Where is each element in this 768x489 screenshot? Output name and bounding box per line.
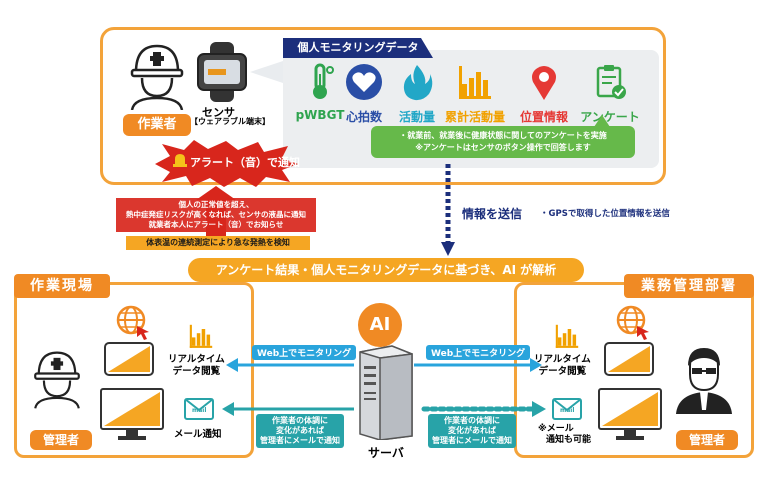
sensor-subtitle: 【ウェアラブル端末】 [190,117,270,126]
flame-icon [403,65,433,101]
right-mail-icon-text: mail [560,407,575,414]
server-label: サーバ [368,446,404,460]
alert-label: アラート（音）で通知 [190,156,300,169]
item-label: 心拍数 [345,110,382,124]
panel-title: 個人モニタリングデータ [283,38,433,58]
item-activity: 活動量 [382,62,452,125]
left-change-3: 管理者にメールで通知 [260,436,340,445]
left-manager-label: 管理者 [30,430,92,450]
worker-label: 作業者 [123,114,191,136]
right-globe-icon [616,305,649,340]
left-web-arrow [226,358,354,372]
ai-badge-text: AI [369,314,391,335]
item-cumulative-activity: 累計活動量 [440,62,510,125]
right-change-2: 変化があれば [448,426,496,435]
gps-note: ・GPSで取得した位置情報を送信 [540,209,670,219]
right-realtime-label: リアルタイム データ閲覧 [534,354,591,377]
item-label: 位置情報 [519,110,568,124]
right-monitor-icon [598,388,662,440]
clipboard-check-icon [596,65,626,99]
left-mail-icon-text: mail [192,407,207,414]
alert-burst [155,140,298,187]
send-dotted-arrow [441,164,455,256]
thermometer-icon [313,63,334,99]
right-title: 業務管理部署 [624,274,754,298]
item-pwbgt: pWBGT [285,62,355,122]
left-realtime-label: リアルタイム データ閲覧 [168,354,225,377]
survey-note-box: ・就業前、就業後に健康状態に関してのアンケートを実施 ※アンケートはセンサのボタ… [371,126,635,158]
ai-banner-text: アンケート結果・個人モニタリングデータに基づき、AI が解析 [215,263,557,277]
server-icon [359,345,413,440]
alert-desc-line-1: 個人の正常値を超え、 [178,200,254,209]
map-pin-icon [532,66,556,100]
alert-description: 個人の正常値を超え、 熱中症発症リスクが高くなれば、センサの液晶に通知 就業者本… [116,198,316,232]
left-mail-icon [184,398,214,420]
right-web-arrow [414,358,542,372]
right-chart-icon [555,324,579,348]
sensor-title: センサ [202,106,235,119]
left-change-1: 作業者の体調に [272,416,328,425]
alert-desc-line-2: 熱中症発症リスクが高くなれば、センサの液晶に通知 [126,210,306,219]
survey-line-2: ※アンケートはセンサのボタン操作で回答します [415,143,591,152]
left-change-2: 変化があれば [276,426,324,435]
item-label: 累計活動量 [444,110,505,124]
bar-chart-icon [459,66,491,99]
ai-banner: アンケート結果・個人モニタリングデータに基づき、AI が解析 [188,258,584,282]
monitor-icon [100,388,164,440]
tablet-icon [104,342,154,376]
manager-helmet-icon [34,351,80,409]
wearable-sensor-icon [197,42,247,102]
right-web-monitor-label: Web上でモニタリング [426,345,531,360]
item-label: pWBGT [295,108,345,122]
item-label: 活動量 [398,110,435,124]
right-mail-note: ※メール 通知も可能 [538,424,591,446]
left-mail-notice: メール通知 [174,429,222,440]
item-location: 位置情報 [509,62,579,125]
right-mail-note-2: 通知も可能 [546,435,592,445]
alarm-icon [173,154,187,167]
worker-helmet-icon [130,44,184,110]
left-web-monitor-label: Web上でモニタリング [252,345,357,360]
survey-pointer [594,115,610,127]
alert-desc-line-3: 就業者本人にアラート（音）でお知らせ [148,220,284,229]
right-change-1: 作業者の体調に [444,416,500,425]
right-tablet-icon [604,342,654,376]
right-mail-icon [552,398,582,420]
right-manager-label: 管理者 [676,430,738,450]
item-heart-rate: 心拍数 [329,62,399,125]
right-mail-note-1: ※メール [538,424,574,434]
left-mail-arrow [222,402,354,416]
item-label: アンケート [580,110,640,124]
left-title: 作業現場 [14,274,110,298]
item-survey: アンケート [575,62,645,125]
right-change-note: 作業者の体調に 変化があれば 管理者にメールで通知 [428,414,516,448]
right-change-3: 管理者にメールで通知 [432,436,512,445]
heart-icon [346,64,382,100]
ai-badge: AI [358,303,402,347]
survey-line-1: ・就業前、就業後に健康状態に関してのアンケートを実施 [399,131,607,140]
panel-title-text: 個人モニタリングデータ [297,41,419,54]
send-label: 情報を送信 [462,207,523,221]
temperature-note: 体表温の連続測定により急な発熱を検知 [126,236,310,250]
globe-icon [116,305,149,340]
right-mail-dotted-arrow [421,401,546,417]
businessman-icon [676,348,732,414]
left-change-note: 作業者の体調に 変化があれば 管理者にメールで通知 [256,414,344,448]
speech-pointer [250,60,286,84]
realtime-chart-icon [189,324,213,348]
